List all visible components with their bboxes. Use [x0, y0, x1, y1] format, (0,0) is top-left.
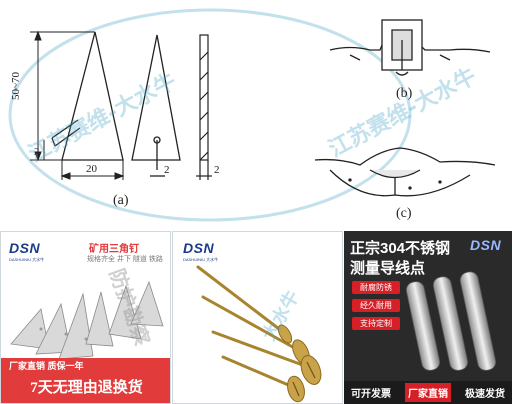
tag-anticorrosion: 耐腐防锈 [352, 281, 400, 294]
footer-shipping: 极速发货 [465, 389, 505, 400]
mound-diagram [314, 147, 496, 197]
triangle-nail-front [51, 31, 124, 161]
footer-invoice: 可开发票 [351, 389, 391, 400]
width-dimension [60, 160, 125, 180]
survey-nails-image [196, 265, 322, 403]
thickness-label-mid: 2 [164, 164, 170, 176]
banner-top: 厂家直销 质保一年 [1, 358, 170, 374]
height-dimension [30, 30, 95, 162]
width-label: 20 [86, 163, 97, 175]
triangle-nail-profile [196, 34, 212, 180]
brand-logo: DSN [183, 240, 215, 256]
product-title-line1: 正宗304不锈钢 [350, 240, 451, 257]
triangle-nail-side [131, 34, 181, 177]
product-title: 矿用三角钉 [89, 244, 139, 255]
survey-point-diagram [329, 19, 491, 76]
product-card-stainless-points[interactable]: 正宗304不锈钢 测量导线点 DSN 耐腐防锈 经久耐用 支持定制 可开发票 厂… [344, 231, 512, 404]
technical-drawing: (a) (b) (c) 50~70 20 2 2 2 江苏赛维-大水牛 江苏赛维… [8, 8, 496, 222]
brand-subtitle: DASHUINIU 大水牛 [183, 257, 219, 262]
height-label: 50~70 [9, 72, 22, 100]
product-title-line2: 测量导线点 [350, 260, 426, 277]
brand-logo: DSN [9, 240, 41, 256]
product-subtitle: 规格齐全 井下 隧道 铁路 [87, 256, 163, 263]
label-a: (a) [113, 193, 129, 208]
product-card-survey-nails[interactable]: DSN DASHUINIU 大水牛 大水牛 [172, 231, 343, 404]
brand-subtitle: DASHUINIU 大水牛 [9, 257, 45, 262]
tag-custom: 支持定制 [352, 317, 400, 330]
watermark-ring [8, 8, 412, 222]
triangle-nails-image [10, 280, 164, 360]
tag-durable: 经久耐用 [352, 299, 400, 312]
label-b: (b) [396, 86, 413, 101]
stainless-nails-image [405, 271, 497, 371]
banner-bottom: 7天无理由退换货 [1, 374, 170, 403]
footer-bar: 可开发票 厂家直销 极速发货 [344, 381, 512, 404]
product-card-triangle-nail[interactable]: DSN DASHUINIU 大水牛 矿用三角钉 规格齐全 井下 隧道 铁路 防护… [0, 231, 171, 404]
thickness-label-right: 2 [214, 164, 220, 176]
thickness-label-left: 2 [34, 146, 40, 158]
brand-logo: DSN [470, 237, 502, 253]
footer-direct: 厂家直销 [405, 383, 451, 402]
label-c: (c) [396, 206, 412, 221]
drawing-svg [8, 8, 496, 222]
